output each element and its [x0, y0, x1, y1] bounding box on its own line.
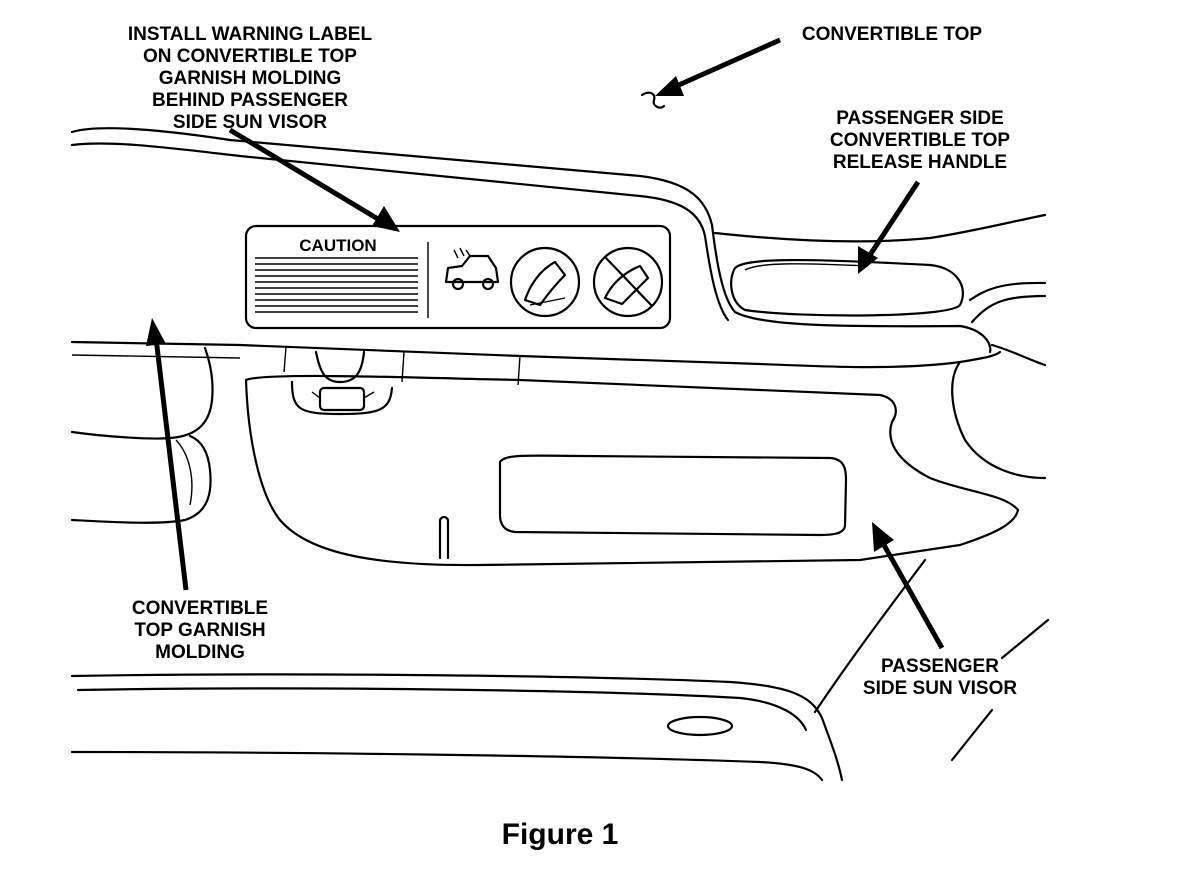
- garnish-molding-bottom-edge: [70, 340, 1002, 369]
- no-seat-icon: [592, 246, 664, 318]
- figure-caption: Figure 1: [501, 818, 619, 851]
- arrow-release-handle: [858, 180, 921, 274]
- release-handle-housing: [713, 213, 1047, 243]
- dash-top: [70, 673, 844, 782]
- arrow-convertible-top: [655, 37, 782, 96]
- molding-seam-4: [283, 346, 287, 373]
- caution-label-text: CAUTION: [299, 236, 377, 255]
- car-icon: [444, 247, 500, 291]
- garnish-molding-inner-edge: [70, 142, 730, 322]
- visor-pivot: [314, 350, 366, 384]
- dash-vent: [666, 715, 734, 737]
- seat-belt-icon: [509, 246, 581, 318]
- garnish-molding-top-edge: [70, 127, 992, 354]
- callout-garnish-molding: CONVERTIBLE TOP GARNISH MOLDING: [131, 598, 269, 663]
- callout-convertible-top: CONVERTIBLE TOP: [801, 24, 983, 45]
- visor-clip: [290, 380, 394, 416]
- left-pillar: [70, 346, 214, 440]
- vanity-mirror-cover: [498, 454, 848, 537]
- label-text-lines: [255, 257, 418, 313]
- a-pillar-line: [813, 558, 927, 714]
- windshield-edge-2: [950, 708, 994, 762]
- warning-label: [244, 224, 672, 330]
- release-handle-recess: [730, 258, 964, 317]
- dash-line-2: [76, 687, 808, 732]
- convertible-top-mark: [640, 91, 666, 109]
- release-handle-lip: [744, 263, 869, 271]
- visor-slot: [438, 515, 450, 560]
- dash-lower: [70, 750, 824, 782]
- arrow-garnish-molding: [146, 318, 189, 591]
- windshield-edge-1: [1000, 618, 1050, 660]
- arrow-sun-visor: [872, 522, 945, 650]
- callout-sun-visor: PASSENGER SIDE SUN VISOR: [862, 656, 1018, 699]
- trim-panel-right-2: [970, 294, 1047, 324]
- pillar-lower: [951, 360, 1047, 480]
- left-pillar-lower: [70, 434, 212, 524]
- arrow-warning-label: [228, 127, 400, 232]
- trim-panel-right: [968, 281, 1047, 302]
- pillar-right: [990, 343, 1047, 367]
- sun-visor: [244, 350, 1020, 567]
- callout-warning-label: INSTALL WARNING LABEL ON CONVERTIBLE TOP…: [127, 24, 373, 133]
- callout-release-handle: PASSENGER SIDE CONVERTIBLE TOP RELEASE H…: [829, 108, 1011, 173]
